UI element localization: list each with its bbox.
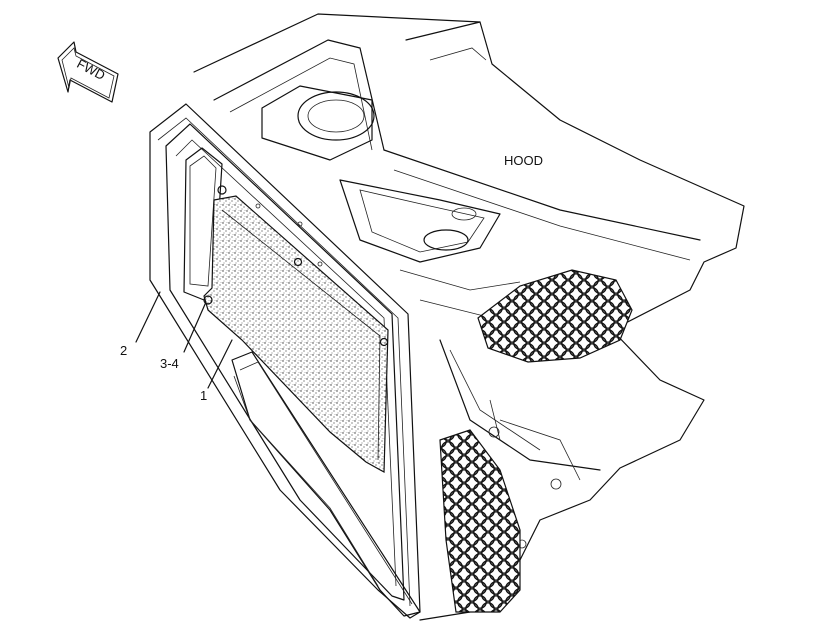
callout-1: 1 (200, 339, 233, 403)
svg-text:3-4: 3-4 (160, 356, 179, 371)
callout-3-4: 3-4 (160, 301, 207, 371)
fwd-label: FWD (74, 56, 107, 83)
side-panel-frame (149, 103, 421, 619)
svg-text:1: 1 (200, 388, 207, 403)
hood-body (193, 13, 745, 621)
hood-label: HOOD (504, 153, 543, 168)
fwd-arrow-icon: FWD (57, 41, 119, 103)
lower-grille (439, 429, 521, 613)
fastener-bolts (203, 185, 389, 347)
callout-2: 2 (120, 291, 161, 358)
upper-grille (477, 269, 633, 363)
svg-text:2: 2 (120, 343, 127, 358)
screen-mesh (203, 195, 389, 474)
